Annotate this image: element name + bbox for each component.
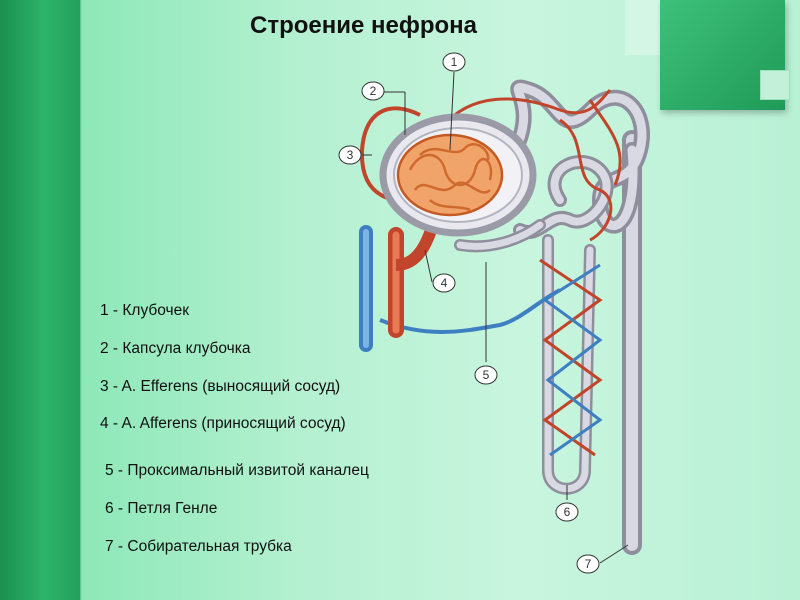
- legend-item-4: 4 - A. Afferens (приносящий сосуд): [100, 415, 346, 432]
- svg-text:3: 3: [347, 148, 354, 162]
- legend-item-6: 6 - Петля Генле: [105, 500, 218, 517]
- nephron-diagram: 1 2 3 4 5 6 7: [338, 52, 650, 574]
- svg-text:4: 4: [441, 276, 448, 290]
- callout-1: 1: [442, 52, 466, 72]
- green-side-strip: [0, 0, 80, 600]
- slide-title: Строение нефрона: [250, 12, 478, 39]
- glomerulus: [396, 133, 504, 217]
- svg-text:7: 7: [585, 557, 592, 571]
- svg-text:2: 2: [370, 84, 377, 98]
- decorative-square-small: [760, 70, 790, 100]
- legend-item-7: 7 - Собирательная трубка: [105, 538, 292, 555]
- svg-text:6: 6: [564, 505, 571, 519]
- svg-text:5: 5: [483, 368, 490, 382]
- legend-item-2: 2 - Капсула клубочка: [100, 340, 251, 357]
- callout-4: 4: [432, 273, 456, 293]
- svg-text:1: 1: [451, 55, 458, 69]
- proximal-tubule: [454, 79, 650, 253]
- callout-7: 7: [576, 554, 600, 574]
- legend-item-3: 3 - A. Efferens (выносящий сосуд): [100, 378, 341, 395]
- callout-6: 6: [555, 502, 579, 522]
- legend-item-1: 1 - Клубочек: [100, 302, 190, 319]
- callout-2: 2: [361, 81, 385, 101]
- callout-5: 5: [474, 365, 498, 385]
- callout-3: 3: [338, 145, 362, 165]
- legend-item-5: 5 - Проксимальный извитой каналец: [105, 462, 369, 479]
